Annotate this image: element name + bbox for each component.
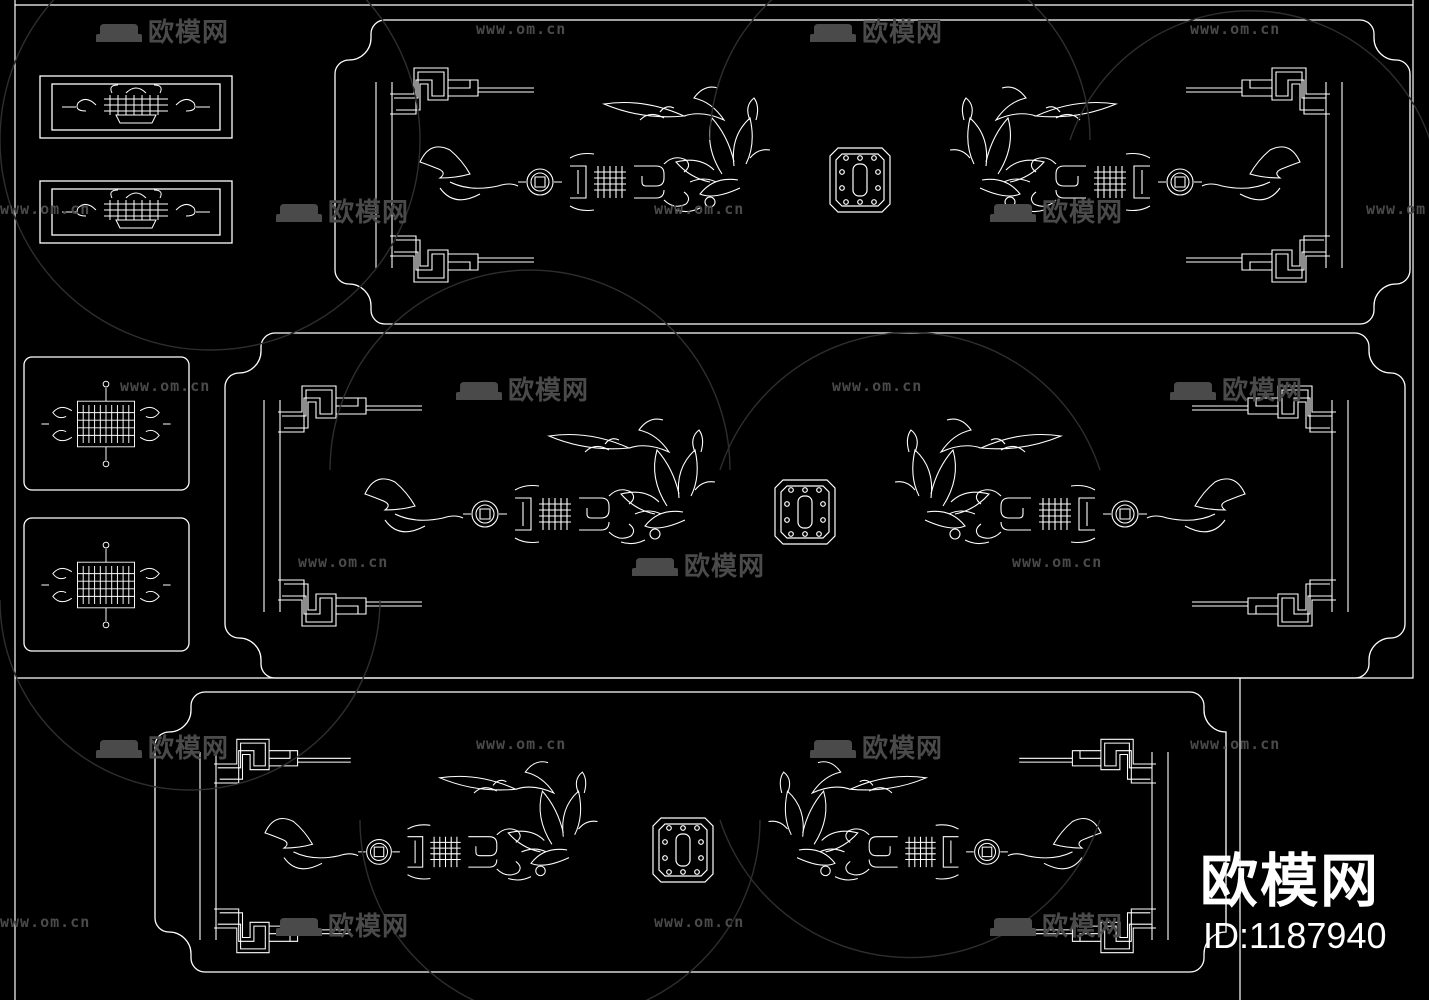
panel-bottom-outline	[154, 691, 1227, 973]
mini-panel-1-outline	[39, 75, 233, 139]
panel-outlines	[23, 19, 1411, 973]
mini-panel-3-outline	[23, 356, 190, 491]
panel-top-ornament	[375, 67, 1343, 283]
brand-logo: 欧模网	[1200, 847, 1381, 915]
panel-top-outline	[334, 19, 1411, 325]
panel-middle-ornament	[263, 385, 1349, 627]
panel-middle-outline	[224, 332, 1406, 679]
model-id: ID:1187940	[1203, 915, 1387, 956]
mini-panel-4-outline	[23, 517, 190, 652]
mini-panel-2-outline	[39, 180, 233, 244]
panel-bottom-ornament	[199, 738, 1169, 954]
